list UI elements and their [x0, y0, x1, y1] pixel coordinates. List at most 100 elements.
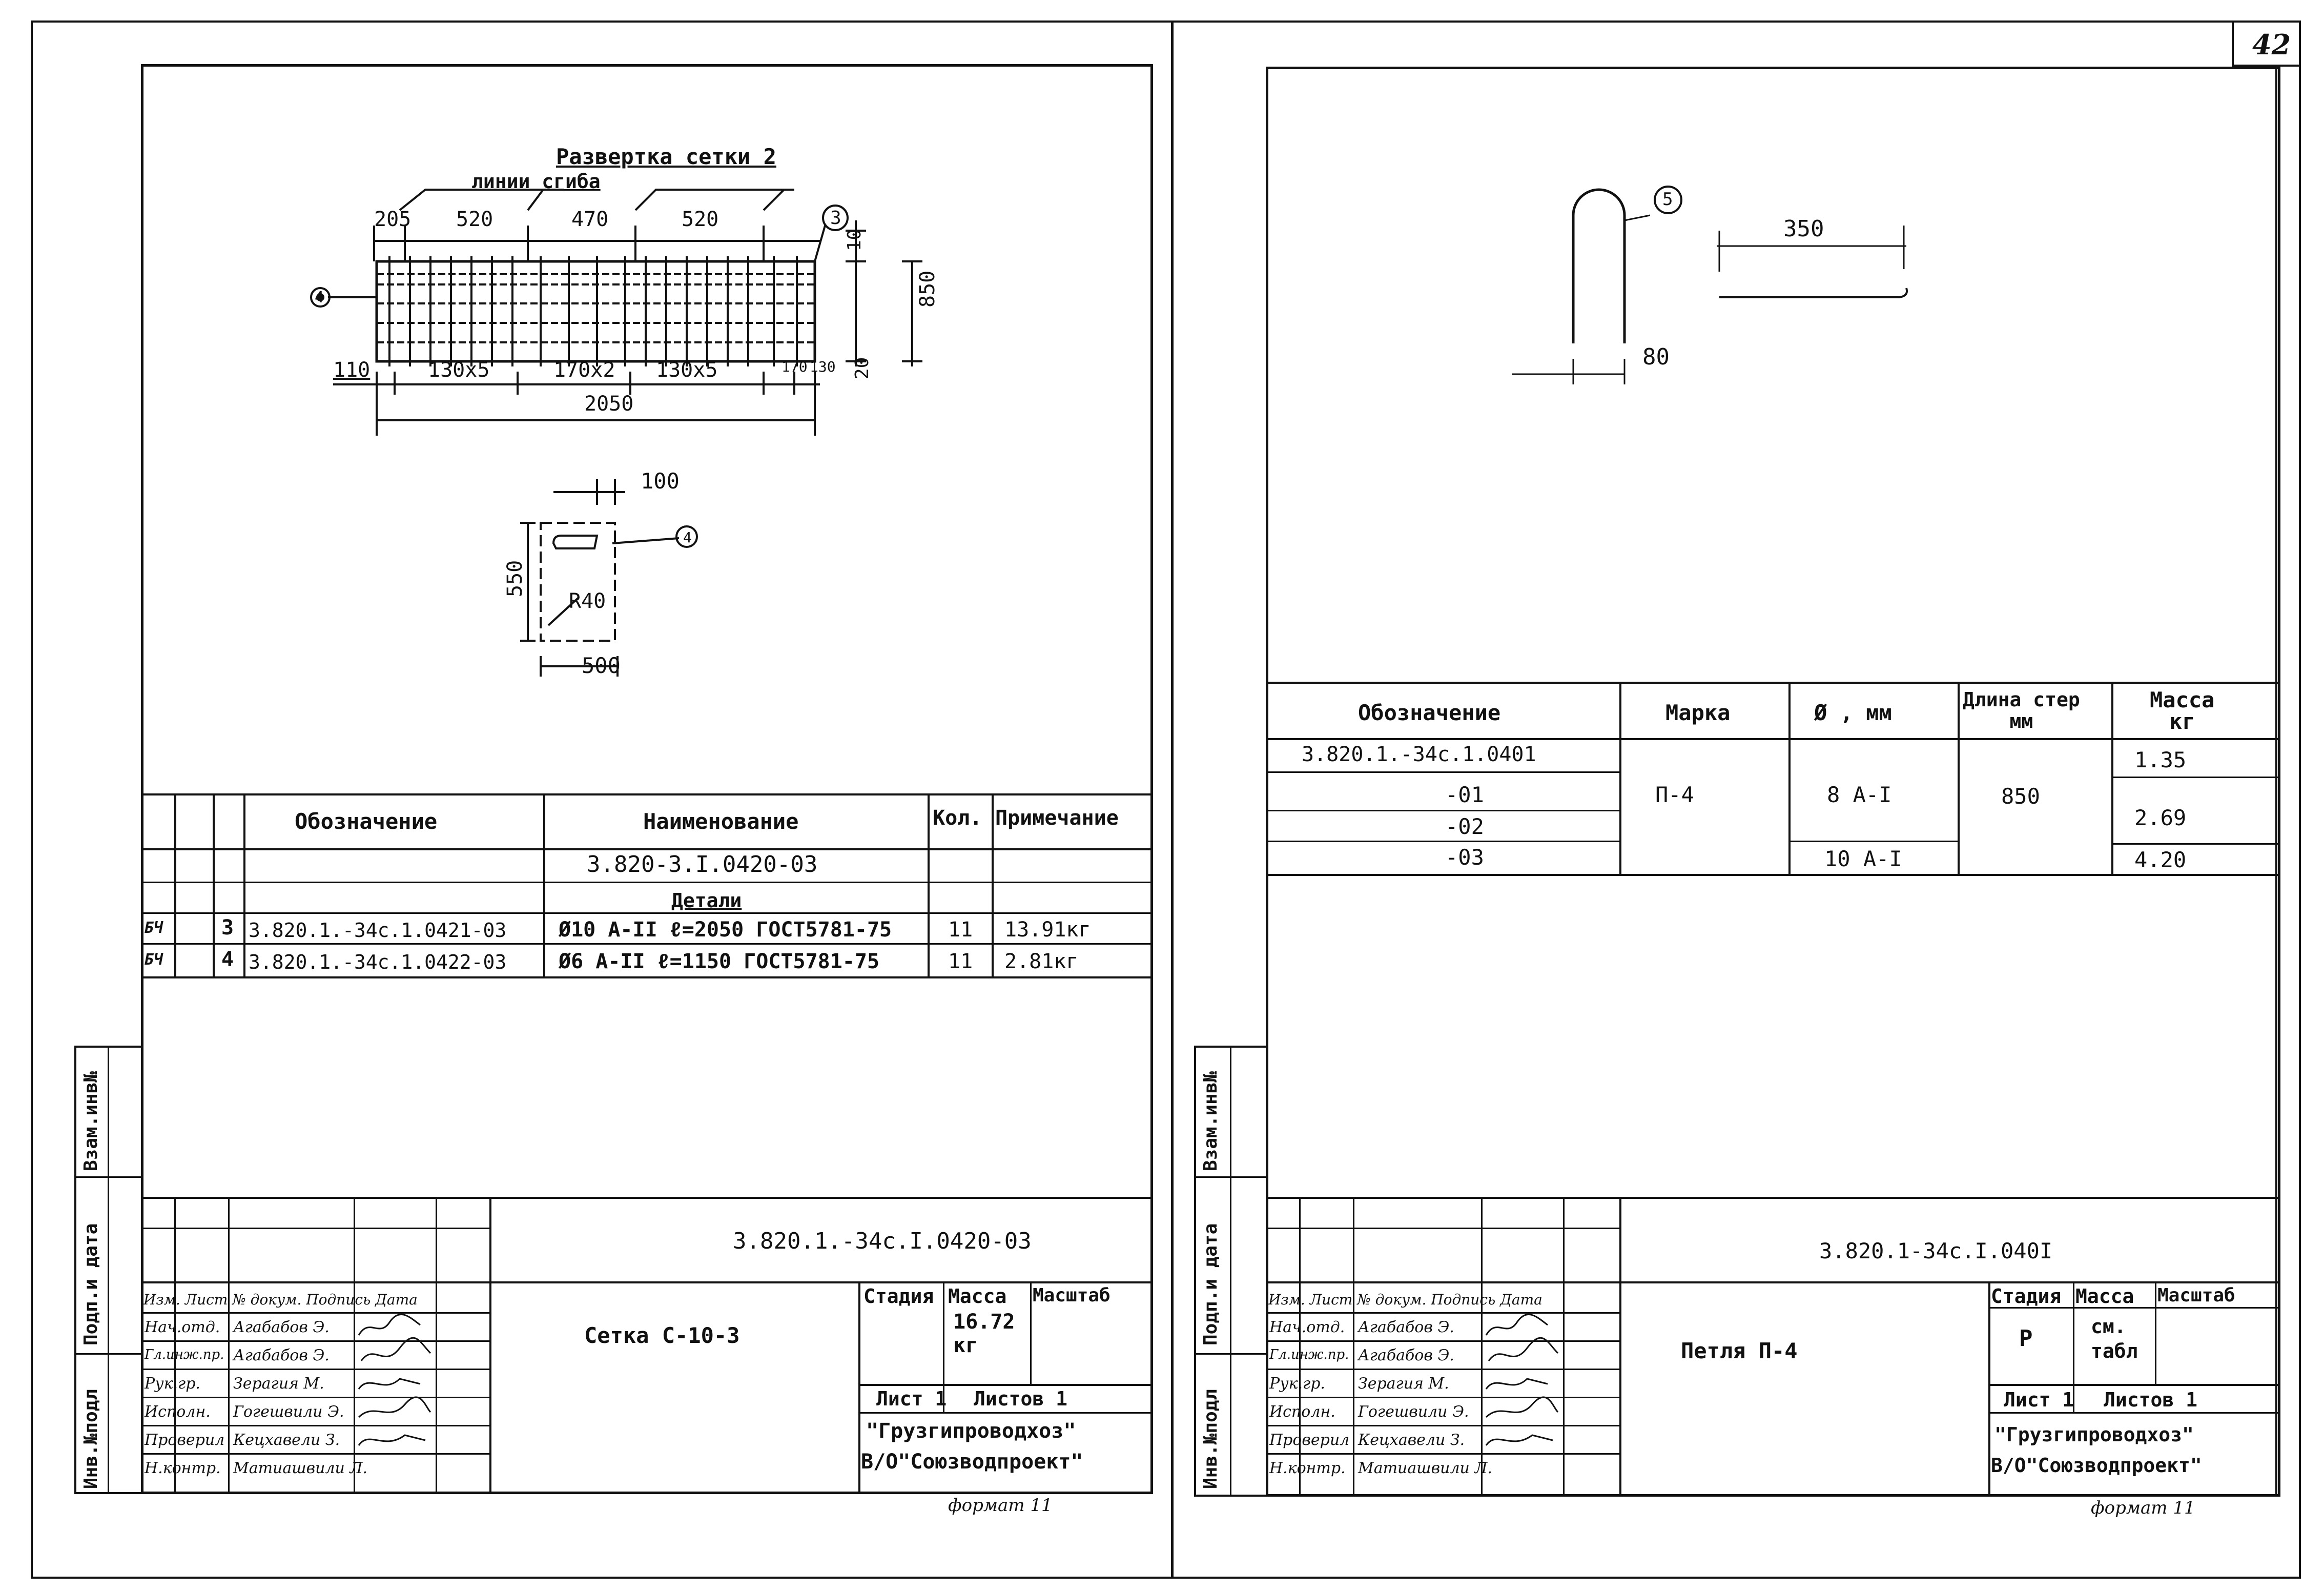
spec-row3-pos: 4	[221, 948, 234, 971]
right-person-2-role: Рук.гр.	[1269, 1375, 1325, 1393]
page-number-box	[2232, 21, 2301, 67]
right-person-4-name: Кецхавели З.	[1358, 1431, 1465, 1449]
spec-row2-designation: 3.820.1.-34с.1.0421-03	[249, 919, 507, 942]
spec-row0-name: 3.820-3.I.0420-03	[587, 851, 818, 877]
left-person-1-name: Агабабов Э.	[233, 1346, 330, 1364]
right-mass-value: см. табл	[2091, 1315, 2138, 1362]
rt-row3-diameter: 10 А-I	[1824, 846, 1902, 871]
spec-header-designation: Обозначение	[295, 809, 438, 834]
right-ph-izm: Изм.	[1268, 1291, 1305, 1308]
rt-header-length: Длина стер мм	[1963, 688, 2080, 732]
right-side-strip-sep2	[1194, 1353, 1268, 1355]
bottom-dim-3: 130x5	[656, 358, 718, 382]
right-dim-1: 850	[916, 270, 939, 308]
bottom-dim-4: 170	[781, 358, 808, 375]
left-people-header: Изм. Лист № докум. Подпись Дата	[143, 1293, 418, 1307]
bottom-dim-2: 170x2	[553, 358, 615, 382]
rt-row0-designation: 3.820.1.-34с.1.0401	[1302, 743, 1536, 766]
left-sheet-label: Лист 1	[876, 1387, 947, 1410]
spec-header-note: Примечание	[995, 806, 1119, 830]
left-side-strip-divider	[108, 1046, 109, 1494]
right-side-label-inv: Инв.№подл	[1200, 1389, 1221, 1489]
left-ph-izm: Изм.	[143, 1291, 180, 1308]
spec-row2-zone: БЧ	[145, 919, 163, 937]
rt-row2-mass: 2.69	[2134, 805, 2187, 830]
loop-width: 80	[1642, 344, 1670, 370]
spec-row2-note: 13.91кг	[1004, 918, 1091, 942]
right-ph-date: Дата	[1500, 1291, 1543, 1308]
spec-row2-name: Ø10 А-II ℓ=2050 ГОСТ5781-75	[559, 918, 892, 942]
bend-lines-label: линии сгиба	[471, 170, 601, 193]
right-mass-label: Масса	[2075, 1285, 2134, 1308]
right-sheet-label: Лист 1	[2004, 1389, 2074, 1411]
left-side-strip-sep1	[74, 1176, 143, 1178]
left-side-label-inv: Инв.№подл	[80, 1389, 101, 1489]
right-format: формат 11	[2091, 1498, 2195, 1518]
right-side-strip-divider	[1230, 1046, 1231, 1497]
sheet-divider	[1171, 21, 1174, 1579]
mark-bar3: 3	[830, 208, 841, 229]
spec-row3-qty: 11	[948, 950, 973, 973]
section-mark: 4	[683, 529, 692, 546]
left-side-label-replace: Взам.инв№	[80, 1071, 101, 1171]
left-person-1-role: Гл.инж.пр.	[145, 1347, 224, 1362]
right-side-label-replace: Взам.инв№	[1200, 1071, 1221, 1171]
right-person-5-name: Матиашвили Л.	[1358, 1459, 1492, 1477]
left-ph-date: Дата	[375, 1291, 418, 1308]
right-person-3-name: Гогешвили Э.	[1358, 1403, 1469, 1421]
left-title-name: Сетка С-10-3	[584, 1323, 740, 1348]
left-signatures	[358, 1313, 431, 1446]
left-person-0-role: Нач.отд.	[145, 1318, 220, 1336]
left-mass-label: Масса	[948, 1285, 1007, 1308]
right-org1: "Грузгипроводхоз"	[1994, 1423, 2194, 1446]
right-ph-sign: Подпись	[1431, 1291, 1496, 1308]
section-height-dim: 550	[503, 560, 527, 597]
left-side-strip-sep2	[74, 1353, 143, 1355]
right-person-1-name: Агабабов Э.	[1358, 1346, 1454, 1364]
rt-row0-mass: 1.35	[2134, 747, 2187, 772]
rt-length-value: 850	[2001, 784, 2040, 809]
right-stage-value: Р	[2019, 1325, 2033, 1352]
left-person-4-role: Проверил	[145, 1431, 225, 1449]
left-scale-label: Масштаб	[1033, 1285, 1110, 1306]
grid-title: Развертка сетки 2	[556, 144, 776, 169]
right-ph-doc: № докум.	[1357, 1291, 1427, 1308]
bottom-dim-1: 130x5	[428, 358, 490, 382]
rt-header-designation: Обозначение	[1358, 700, 1501, 725]
right-person-2-name: Зерагия М.	[1358, 1375, 1449, 1393]
rt-header-mark: Марка	[1665, 700, 1731, 725]
right-org2: В/О"Союзводпроект"	[1991, 1454, 2202, 1477]
right-side-label-sign: Подп.и дата	[1200, 1223, 1221, 1345]
rt-row1-designation: -01	[1445, 782, 1484, 807]
spec-row2-qty: 11	[948, 918, 973, 942]
rt-row2-designation: -02	[1445, 814, 1484, 839]
right-person-3-role: Исполн.	[1269, 1403, 1335, 1421]
left-person-5-name: Матиашвили Л.	[233, 1459, 367, 1477]
right-person-1-role: Гл.инж.пр.	[1269, 1347, 1349, 1362]
left-side-label-sign: Подп.и дата	[80, 1223, 101, 1345]
bottom-dim-5: 130	[810, 358, 836, 375]
spec-row3-designation: 3.820.1.-34с.1.0422-03	[249, 951, 507, 973]
rt-row0-mark: П-4	[1655, 782, 1694, 807]
left-title-code: 3.820.1.-34с.I.0420-03	[733, 1228, 1032, 1254]
left-person-3-role: Исполн.	[145, 1403, 211, 1421]
loop-length: 350	[1783, 216, 1824, 242]
left-stage-label: Стадия	[863, 1285, 934, 1308]
page-number: 42	[2252, 28, 2291, 61]
spec-row1-name: Детали	[671, 889, 742, 912]
spec-row3-zone: БЧ	[145, 951, 163, 969]
section-width-dim: 500	[582, 653, 621, 678]
loop-mark: 5	[1662, 189, 1673, 210]
right-scale-label: Масштаб	[2157, 1285, 2235, 1306]
spec-header-qty: Кол.	[933, 806, 982, 830]
right-person-5-role: Н.контр.	[1269, 1459, 1346, 1477]
section-radius: R40	[569, 589, 606, 613]
right-title-name: Петля П-4	[1681, 1338, 1798, 1363]
left-drawing-frame	[141, 64, 1153, 1494]
left-org1: "Грузгипроводхоз"	[866, 1419, 1076, 1443]
right-ph-list: Лист	[1309, 1291, 1353, 1308]
right-person-4-role: Проверил	[1269, 1431, 1350, 1449]
spec-row3-note: 2.81кг	[1004, 950, 1079, 973]
right-people-header: Изм. Лист № докум. Подпись Дата	[1268, 1293, 1543, 1307]
left-ph-list: Лист	[184, 1291, 228, 1308]
